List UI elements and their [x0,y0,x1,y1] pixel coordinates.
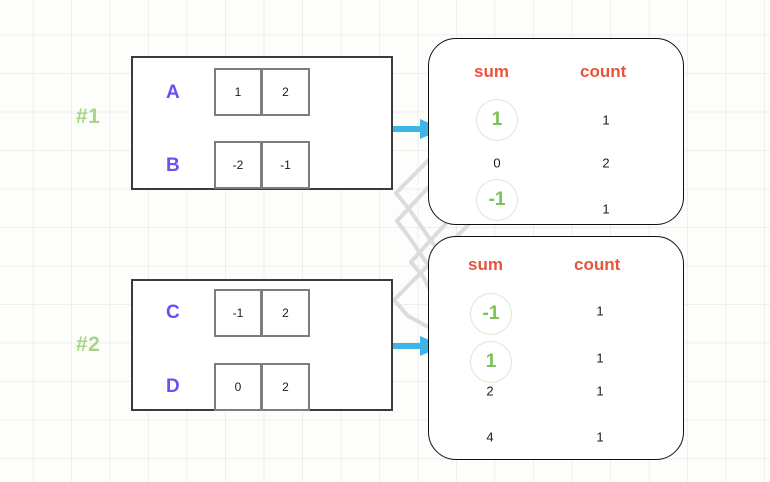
cell-d-1: 2 [262,363,310,411]
cell-pair-c: -1 2 [214,289,310,337]
group-label-2: #2 [76,333,101,356]
row-letter-d: D [166,376,180,397]
panel-1-count-1: 2 [602,155,610,171]
cell-a-0: 1 [214,68,262,116]
cell-c-0: -1 [214,289,262,337]
result-panel-1 [428,38,684,225]
group-label-1: #1 [76,105,101,128]
panel-2-count-3: 1 [596,429,604,445]
panel-2-header-sum: sum [468,255,503,274]
panel-1-count-0: 1 [602,112,610,128]
panel-2-count-0: 1 [596,303,604,319]
cell-c-1: 2 [262,289,310,337]
panel-2-sum-1: 1 [470,341,512,383]
panel-2-count-2: 1 [596,383,604,399]
cell-d-0: 0 [214,363,262,411]
row-letter-c: C [166,302,180,323]
panel-1-sum-0: 1 [476,99,518,141]
panel-1-sum-2: -1 [476,179,518,221]
panel-1-header-count: count [580,62,627,81]
cell-a-1: 2 [262,68,310,116]
panel-1-sum-1: 0 [493,155,501,171]
cell-pair-d: 0 2 [214,363,310,411]
panel-1-count-2: 1 [602,201,610,217]
panel-2-count-1: 1 [596,350,604,366]
panel-2-header-count: count [574,255,621,274]
row-letter-a: A [166,82,180,103]
panel-2-sum-0: -1 [470,293,512,335]
result-panel-2 [428,236,684,460]
row-letter-b: B [166,155,180,176]
cell-pair-b: -2 -1 [214,141,310,189]
cell-b-1: -1 [262,141,310,189]
panel-2-sum-2: 2 [486,383,494,399]
panel-1-header-sum: sum [474,62,509,81]
panel-2-sum-3: 4 [486,429,494,445]
cell-pair-a: 1 2 [214,68,310,116]
cell-b-0: -2 [214,141,262,189]
